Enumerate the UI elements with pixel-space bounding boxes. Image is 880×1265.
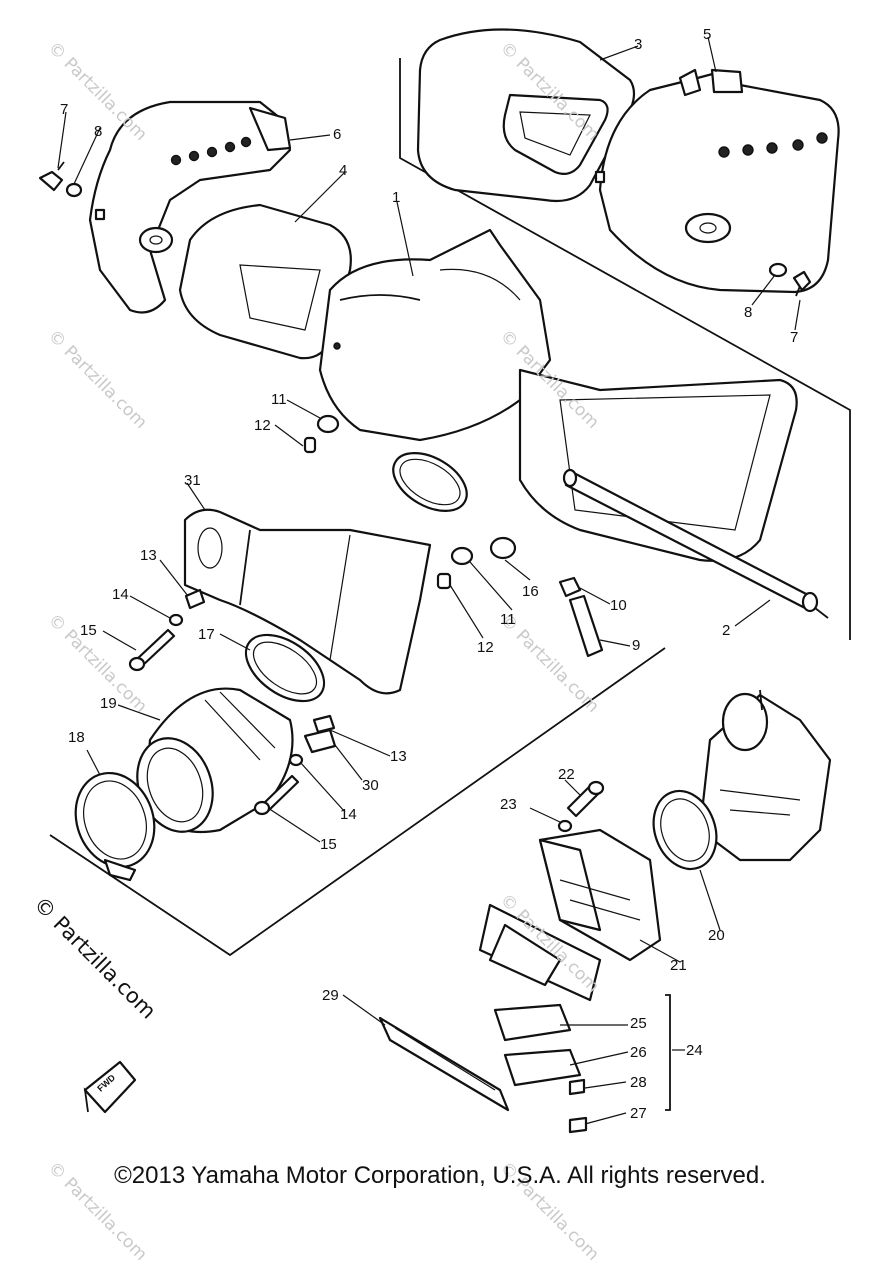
- callout-11-upper: 11: [271, 391, 287, 408]
- callout-10: 10: [610, 597, 627, 614]
- air-cleaner-cover-left: [88, 100, 292, 314]
- fwd-arrow-icon: [83, 1060, 137, 1114]
- callout-13-lower: 13: [390, 748, 407, 765]
- clamp-small: [558, 576, 582, 598]
- callout-7-right: 7: [790, 329, 799, 346]
- washer-small-lower: [288, 753, 304, 767]
- wing-bolt-left: [38, 161, 65, 192]
- reed-stopper-26: [503, 1048, 582, 1087]
- hose-clamp-18: [74, 771, 156, 882]
- reed-petal-25: [493, 1003, 572, 1042]
- callout-2: 2: [722, 622, 731, 639]
- air-cleaner-case: [318, 228, 552, 442]
- leader-lines: [57, 36, 801, 1125]
- callout-24: 24: [686, 1042, 703, 1059]
- grommet-upper: [316, 414, 340, 434]
- air-cleaner-case-body: [518, 368, 829, 619]
- callout-29: 29: [322, 987, 339, 1004]
- hose-clamp-17: [244, 633, 326, 703]
- nut-lower: [312, 714, 336, 734]
- callout-17: 17: [198, 626, 215, 643]
- carburetor: [698, 689, 832, 862]
- callout-28: 28: [630, 1074, 647, 1091]
- callout-7-left: 7: [60, 101, 69, 118]
- callout-15-lower: 15: [320, 836, 337, 853]
- reed-valve-body: [478, 903, 602, 1002]
- intake-boot: [183, 508, 432, 695]
- air-cleaner-cover-right: [594, 68, 840, 294]
- collar-upper: [303, 436, 317, 454]
- callout-6: 6: [333, 126, 342, 143]
- washer-small-left: [168, 613, 184, 627]
- callout-25: 25: [630, 1015, 647, 1032]
- callout-11-lower: 11: [500, 611, 516, 628]
- copyright-notice: ©2013 Yamaha Motor Corporation, U.S.A. A…: [114, 1162, 766, 1189]
- washer-right: [768, 262, 788, 278]
- callout-8-left: 8: [94, 123, 103, 140]
- damper: [489, 536, 517, 560]
- callout-14-lower: 14: [340, 806, 357, 823]
- manifold-bolt: [566, 780, 605, 818]
- callout-27: 27: [630, 1105, 647, 1122]
- callout-21: 21: [670, 957, 687, 974]
- collar-lower: [436, 572, 452, 590]
- air-filter-element-top: [416, 28, 636, 203]
- washer-left: [65, 182, 83, 198]
- callout-20: 20: [708, 927, 725, 944]
- bracket-30: [303, 728, 337, 754]
- callout-26: 26: [630, 1044, 647, 1061]
- manifold-washer: [557, 819, 573, 833]
- callout-14-upper: 14: [112, 586, 129, 603]
- callout-18: 18: [68, 729, 85, 746]
- callout-30: 30: [362, 777, 379, 794]
- bolt-left: [128, 628, 176, 672]
- callout-5: 5: [703, 26, 712, 43]
- callout-1: 1: [392, 189, 401, 206]
- wing-bolt-right: [792, 270, 812, 297]
- o-ring-seal: [392, 452, 468, 512]
- hose-clamp-20: [652, 789, 718, 871]
- callout-15-upper: 15: [80, 622, 97, 639]
- reed-valve-manifold: [538, 828, 662, 962]
- group-frame-upper: [399, 58, 851, 640]
- grommet-lower: [450, 546, 474, 566]
- callout-3: 3: [634, 36, 643, 53]
- callout-19: 19: [100, 695, 117, 712]
- screw-28: [568, 1078, 586, 1096]
- carburetor-joint: [136, 687, 294, 834]
- callout-23: 23: [500, 796, 517, 813]
- callout-9: 9: [632, 637, 641, 654]
- breather-pipe: [568, 594, 604, 658]
- diagram-drawing: [38, 28, 851, 1134]
- callout-8-right: 8: [744, 304, 753, 321]
- callout-4: 4: [339, 162, 348, 179]
- callout-bracket-24: [665, 994, 671, 1111]
- parts-diagram: © Partzilla.com © Partzilla.com © Partzi…: [29, 26, 851, 1265]
- gasket-29: [378, 1016, 510, 1112]
- callout-12-lower: 12: [477, 639, 494, 656]
- callout-13-upper: 13: [140, 547, 157, 564]
- callout-31: 31: [184, 472, 201, 489]
- callout-16: 16: [522, 583, 539, 600]
- nut-left: [184, 588, 206, 610]
- callout-22: 22: [558, 766, 575, 783]
- callout-12-upper: 12: [254, 417, 271, 434]
- screw-27: [568, 1116, 588, 1134]
